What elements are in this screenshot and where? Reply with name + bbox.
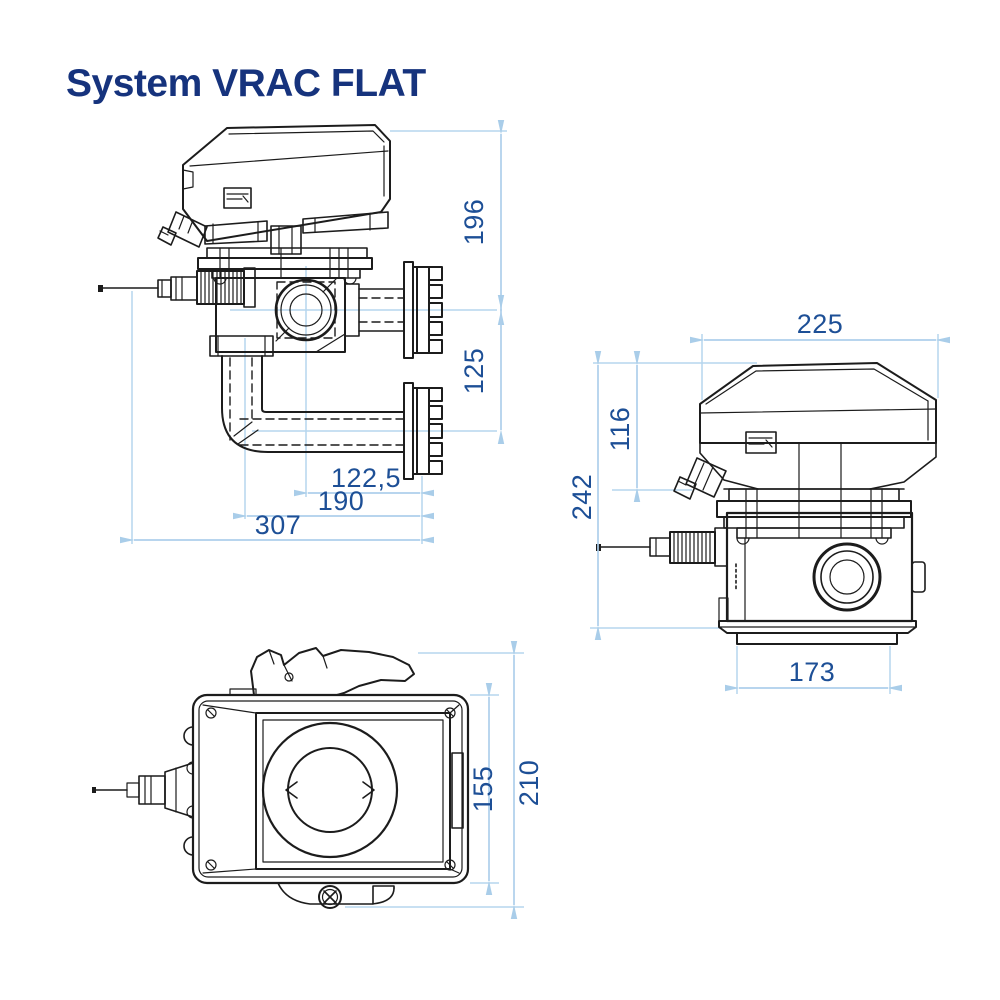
dim-body-depth: 155: [468, 766, 498, 813]
side-view-centerlines: [131, 130, 507, 544]
dim-flange-width: 173: [789, 657, 836, 687]
front-view-linework: [596, 362, 937, 645]
dim-total-width: 307: [255, 510, 302, 540]
front-view: 225 116 242 173: [567, 309, 950, 694]
top-view-dimensions: 155 210: [468, 641, 544, 919]
front-view-extension-lines: [590, 334, 939, 694]
dim-total-depth: 210: [514, 760, 544, 807]
side-view: 196 125 122,5 190 307: [98, 120, 507, 544]
dim-port-to-drain-height: 125: [459, 348, 489, 395]
top-view: 155 210: [92, 641, 544, 919]
dim-top-width: 225: [797, 309, 844, 339]
top-view-linework: [92, 647, 470, 909]
front-view-dimensions: 225 116 242 173: [567, 309, 950, 692]
side-view-dimensions: 196 125 122,5 190 307: [120, 120, 505, 544]
dim-total-height: 242: [567, 474, 597, 521]
dim-drain-offset-width: 190: [318, 486, 365, 516]
side-view-linework: [98, 124, 443, 480]
page-title: System VRAC FLAT: [66, 62, 426, 105]
dim-port-offset-width: 122,5: [331, 463, 401, 493]
dim-actuator-height: 196: [459, 199, 489, 246]
dim-front-actuator-height: 116: [605, 407, 635, 452]
top-view-extension-lines: [345, 652, 524, 908]
